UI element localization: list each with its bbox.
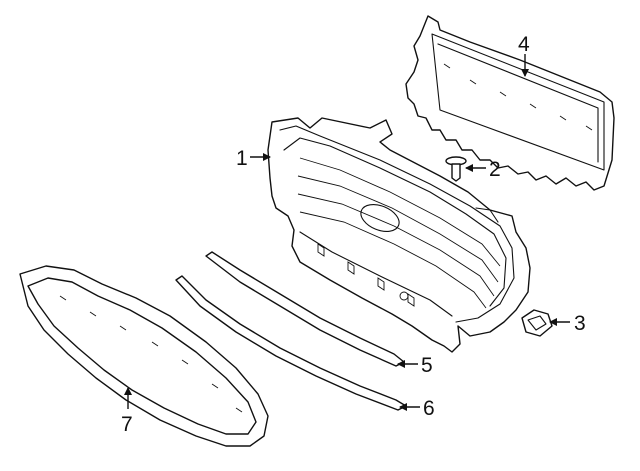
callout-6: 6 (423, 397, 435, 420)
part-1-grille-assembly (267, 117, 531, 353)
callout-3: 3 (574, 312, 586, 335)
part-4-upper-deflector (405, 15, 615, 191)
part-7-surround-molding (19, 265, 269, 447)
part-3-bracket (521, 309, 553, 337)
callout-4: 4 (518, 33, 530, 56)
leader-lines (124, 54, 570, 411)
part-2-fastener (445, 156, 467, 182)
callout-5: 5 (421, 354, 433, 377)
callout-7: 7 (121, 413, 133, 436)
callout-labels: 1 2 3 4 5 6 7 (121, 33, 586, 436)
callout-2: 2 (489, 158, 501, 181)
part-5-trim-strip (205, 251, 405, 367)
callout-1: 1 (236, 147, 248, 170)
